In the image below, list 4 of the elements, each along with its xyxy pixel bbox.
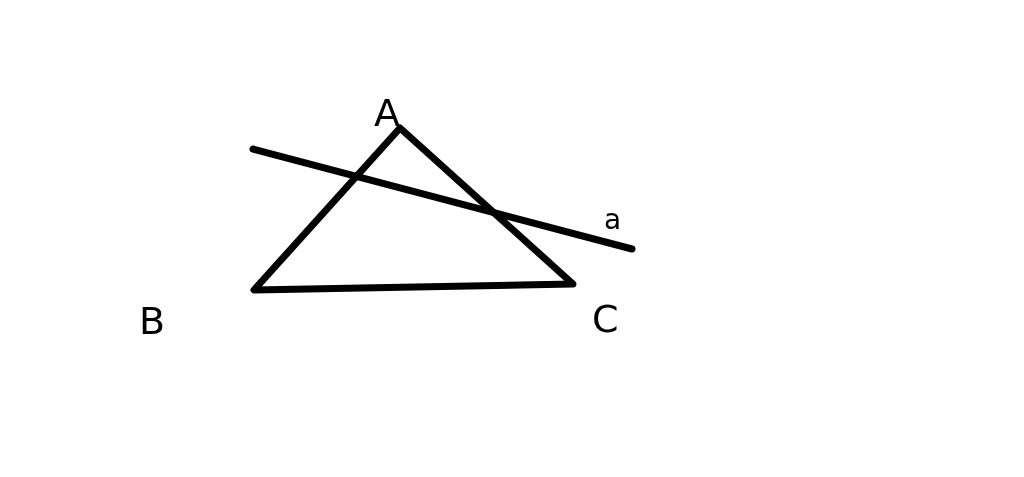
vertex-label: B xyxy=(139,302,166,340)
vertex-label: A xyxy=(374,94,400,132)
vertex-label: C xyxy=(592,300,619,338)
line-label: a xyxy=(604,206,622,234)
